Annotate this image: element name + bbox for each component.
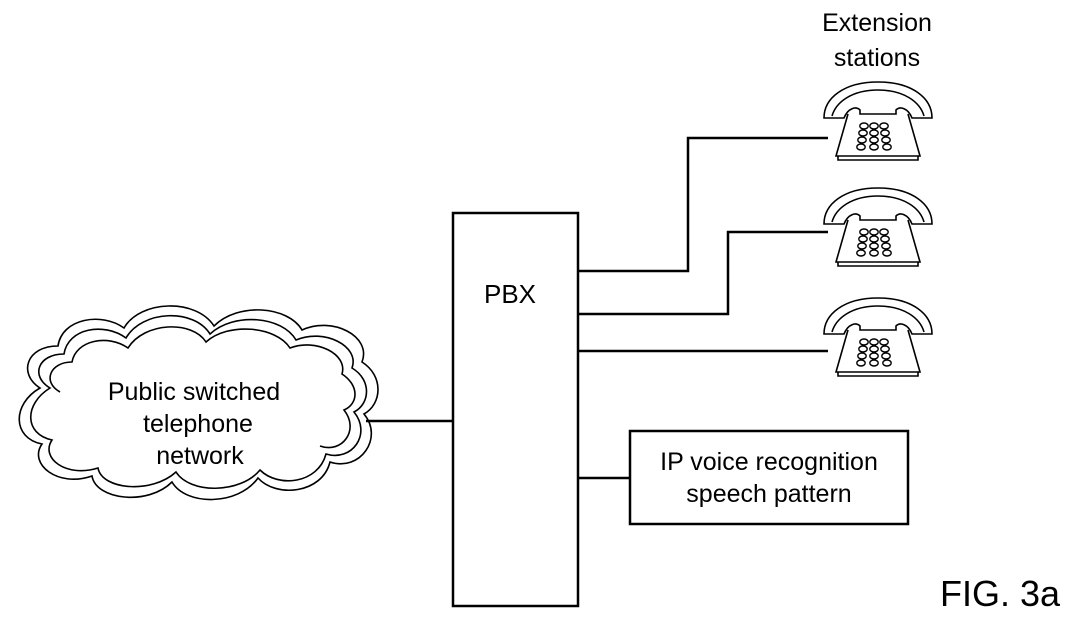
ip-box-label-line1: IP voice recognition bbox=[660, 448, 878, 476]
pstn-label-line1: Public switched bbox=[108, 378, 280, 406]
extension-header-line2: stations bbox=[834, 44, 920, 72]
pstn-cloud: Public switched telephone network bbox=[18, 305, 379, 501]
pbx-rect bbox=[451, 211, 580, 608]
pbx-box: PBX bbox=[451, 211, 580, 608]
extension-header-line1: Extension bbox=[822, 9, 932, 37]
pstn-label-line3: network bbox=[156, 442, 244, 470]
extension-line-2 bbox=[578, 230, 828, 316]
telephone-icon bbox=[823, 297, 933, 377]
extension-line-1 bbox=[578, 136, 828, 273]
pbx-label: PBX bbox=[484, 279, 536, 309]
figure-label: FIG. 3a bbox=[940, 573, 1061, 614]
ip-box-label-line2: speech pattern bbox=[686, 480, 851, 508]
pstn-label-line2: telephone bbox=[143, 410, 253, 438]
ip-box-rect bbox=[628, 429, 910, 526]
telephone-icon bbox=[823, 81, 933, 161]
telephone-icon bbox=[823, 187, 933, 267]
cloud-outline bbox=[18, 305, 379, 501]
ip-voice-recognition-box: IP voice recognition speech pattern bbox=[628, 429, 910, 526]
